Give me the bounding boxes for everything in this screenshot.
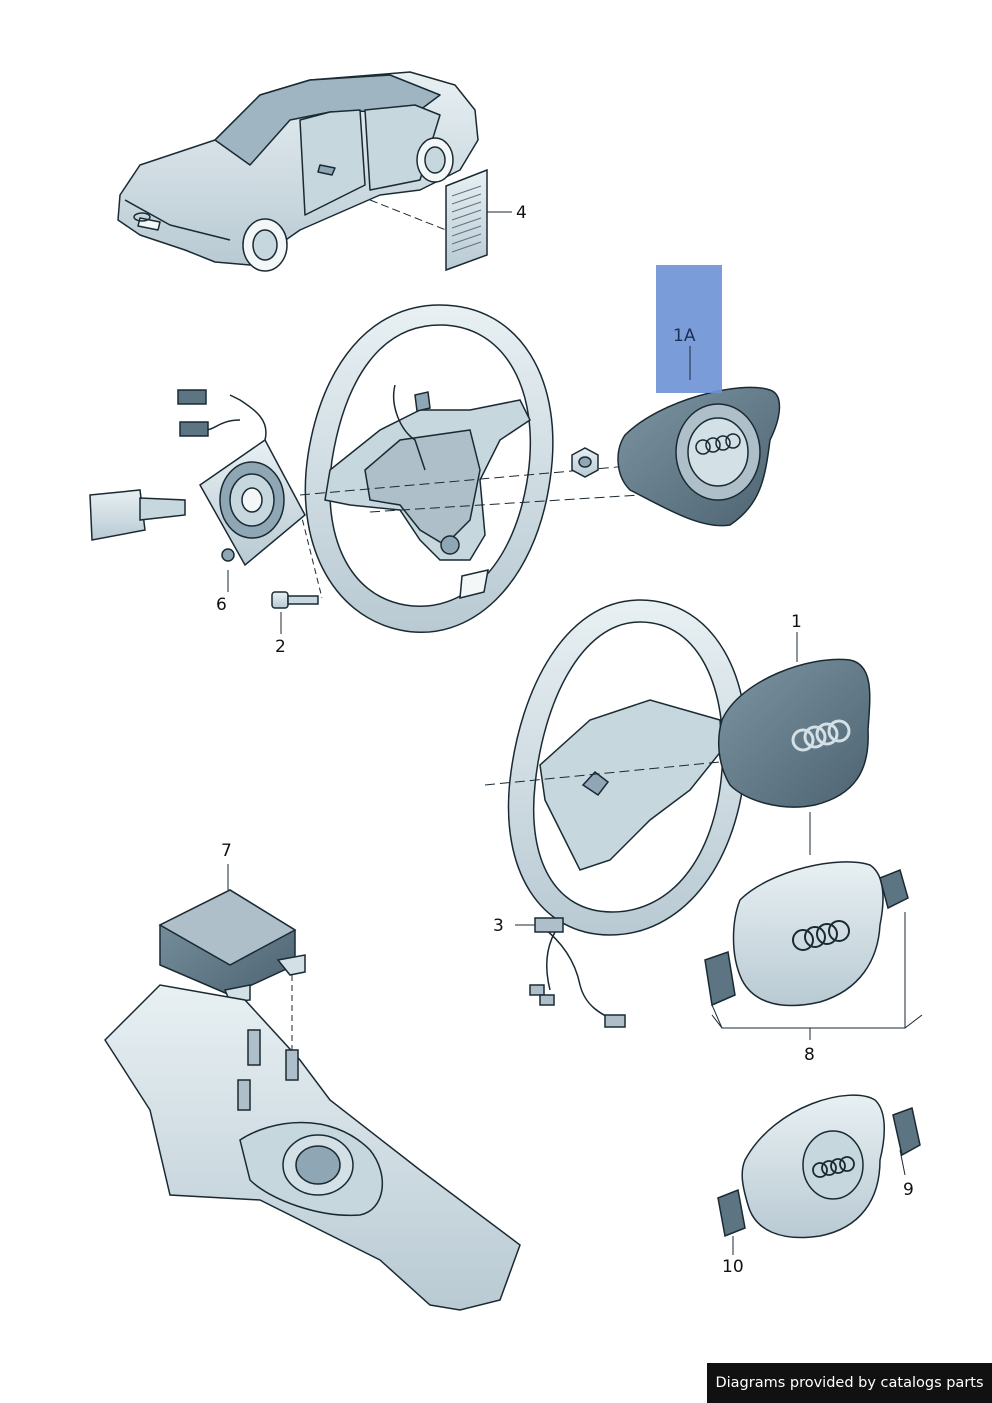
car-illustration — [117, 71, 479, 272]
callout-1A[interactable]: 1A — [673, 326, 696, 346]
screw — [271, 591, 319, 609]
airbag-module-8 — [704, 861, 909, 1007]
wiring-harness — [529, 917, 626, 1028]
airbag-control-unit — [158, 889, 306, 1003]
bracket-8 — [711, 1014, 923, 1029]
highlight-box-1A — [656, 265, 722, 393]
warning-label-sticker — [445, 168, 488, 272]
steering-wheel-upper — [304, 304, 554, 633]
callout-9[interactable]: 9 — [903, 1180, 914, 1200]
callout-10[interactable]: 10 — [722, 1257, 744, 1277]
center-console — [104, 984, 521, 1311]
steering-wheel-lower — [507, 599, 748, 936]
airbag-module-lower — [717, 1094, 921, 1239]
callout-2[interactable]: 2 — [275, 637, 286, 657]
hex-nut — [571, 447, 599, 478]
airbag-module-1A — [617, 386, 781, 527]
switch-10 — [717, 1188, 746, 1238]
callout-8[interactable]: 8 — [804, 1045, 815, 1065]
switch-9 — [892, 1106, 921, 1157]
leader-lines — [227, 211, 906, 1255]
steering-shaft — [89, 489, 186, 541]
credit-banner: Diagrams provided by catalogs parts — [707, 1363, 992, 1403]
callout-7[interactable]: 7 — [221, 841, 232, 861]
callout-3[interactable]: 3 — [493, 916, 504, 936]
callout-1[interactable]: 1 — [791, 612, 802, 632]
airbag-module-1 — [717, 658, 871, 808]
callout-6[interactable]: 6 — [216, 595, 227, 615]
clock-spring — [177, 389, 306, 567]
callout-4[interactable]: 4 — [516, 203, 527, 223]
